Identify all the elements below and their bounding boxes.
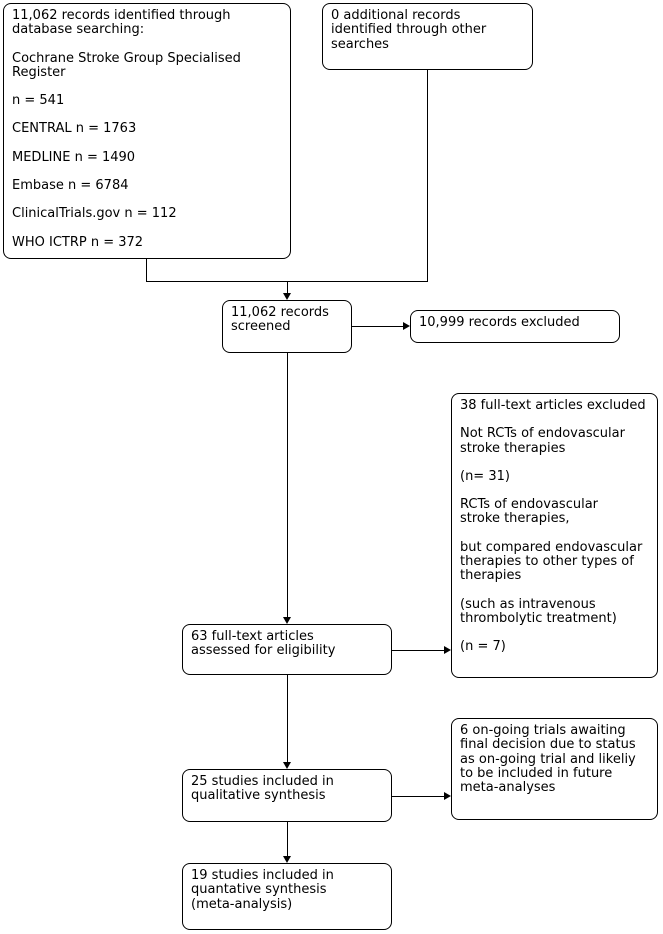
records-identified-n-embase: Embase n = 6784 <box>12 178 129 194</box>
connector-to-screened <box>287 281 288 294</box>
fulltext-excluded-reason1: Not RCTs of endovascular stroke therapie… <box>460 426 625 456</box>
fulltext-excluded-title: 38 full-text articles excluded <box>460 398 646 413</box>
fulltext-excluded-reason2-example: (such as intravenous thrombolytic treatm… <box>460 596 617 626</box>
connector-to-ongoing <box>392 796 444 797</box>
box-ongoing-trials: 6 on-going trials awaiting final decisio… <box>451 718 658 820</box>
box-fulltext-assessed: 63 full-text articles assessed for eligi… <box>182 624 392 675</box>
qualitative-synthesis-text: 25 studies included in qualitative synth… <box>191 774 334 804</box>
box-additional-records: 0 additional records identified through … <box>322 3 533 70</box>
records-identified-n-medline: MEDLINE n = 1490 <box>12 149 136 165</box>
arrowhead-to-screened <box>283 293 291 300</box>
box-fulltext-excluded: 38 full-text articles excluded Not RCTs … <box>451 393 658 678</box>
arrowhead-to-records-excluded <box>403 322 410 330</box>
records-identified-n-register: n = 541 <box>12 93 65 109</box>
arrowhead-to-ongoing <box>444 792 451 800</box>
box-records-screened: 11,062 records screened <box>222 300 352 353</box>
records-identified-n-clinicaltrials: ClinicalTrials.gov n = 112 <box>12 206 177 222</box>
fulltext-excluded-reason2: RCTs of endovascular stroke therapies, <box>460 497 599 527</box>
records-identified-n-central: CENTRAL n = 1763 <box>12 121 137 137</box>
box-quantitative-synthesis: 19 studies included in quantative synthe… <box>182 863 392 930</box>
arrowhead-to-assessed <box>283 617 291 624</box>
connector-additional-down <box>427 70 428 281</box>
quantitative-synthesis-text: 19 studies included in quantative synthe… <box>191 868 334 912</box>
connector-identified-down <box>146 259 147 281</box>
box-qualitative-synthesis: 25 studies included in qualitative synth… <box>182 769 392 822</box>
additional-records-text: 0 additional records identified through … <box>331 8 487 52</box>
ongoing-trials-text: 6 on-going trials awaiting final decisio… <box>460 723 636 796</box>
fulltext-excluded-reason2-n: (n = 7) <box>460 639 506 655</box>
box-records-excluded: 10,999 records excluded <box>410 310 620 343</box>
fulltext-excluded-reason2-detail: but compared endovascular therapies to o… <box>460 539 643 584</box>
arrowhead-to-quantitative <box>283 856 291 863</box>
connector-to-qualitative <box>287 675 288 762</box>
connector-to-assessed <box>287 353 288 617</box>
fulltext-excluded-reason1-n: (n= 31) <box>460 468 510 484</box>
records-identified-text: 11,062 records identified through databa… <box>12 8 231 38</box>
records-screened-text: 11,062 records screened <box>231 305 329 335</box>
connector-to-records-excluded <box>352 326 403 327</box>
fulltext-assessed-text: 63 full-text articles assessed for eligi… <box>191 629 336 659</box>
box-records-identified: 11,062 records identified through databa… <box>3 3 291 259</box>
records-identified-n-whoictrp: WHO ICTRP n = 372 <box>12 234 144 250</box>
records-excluded-text: 10,999 records excluded <box>419 315 580 330</box>
records-identified-register: Cochrane Stroke Group Specialised Regist… <box>12 50 241 80</box>
arrowhead-to-qualitative <box>283 762 291 769</box>
connector-to-fulltext-excluded <box>392 650 444 651</box>
connector-to-quantitative <box>287 822 288 856</box>
arrowhead-to-fulltext-excluded <box>444 646 451 654</box>
